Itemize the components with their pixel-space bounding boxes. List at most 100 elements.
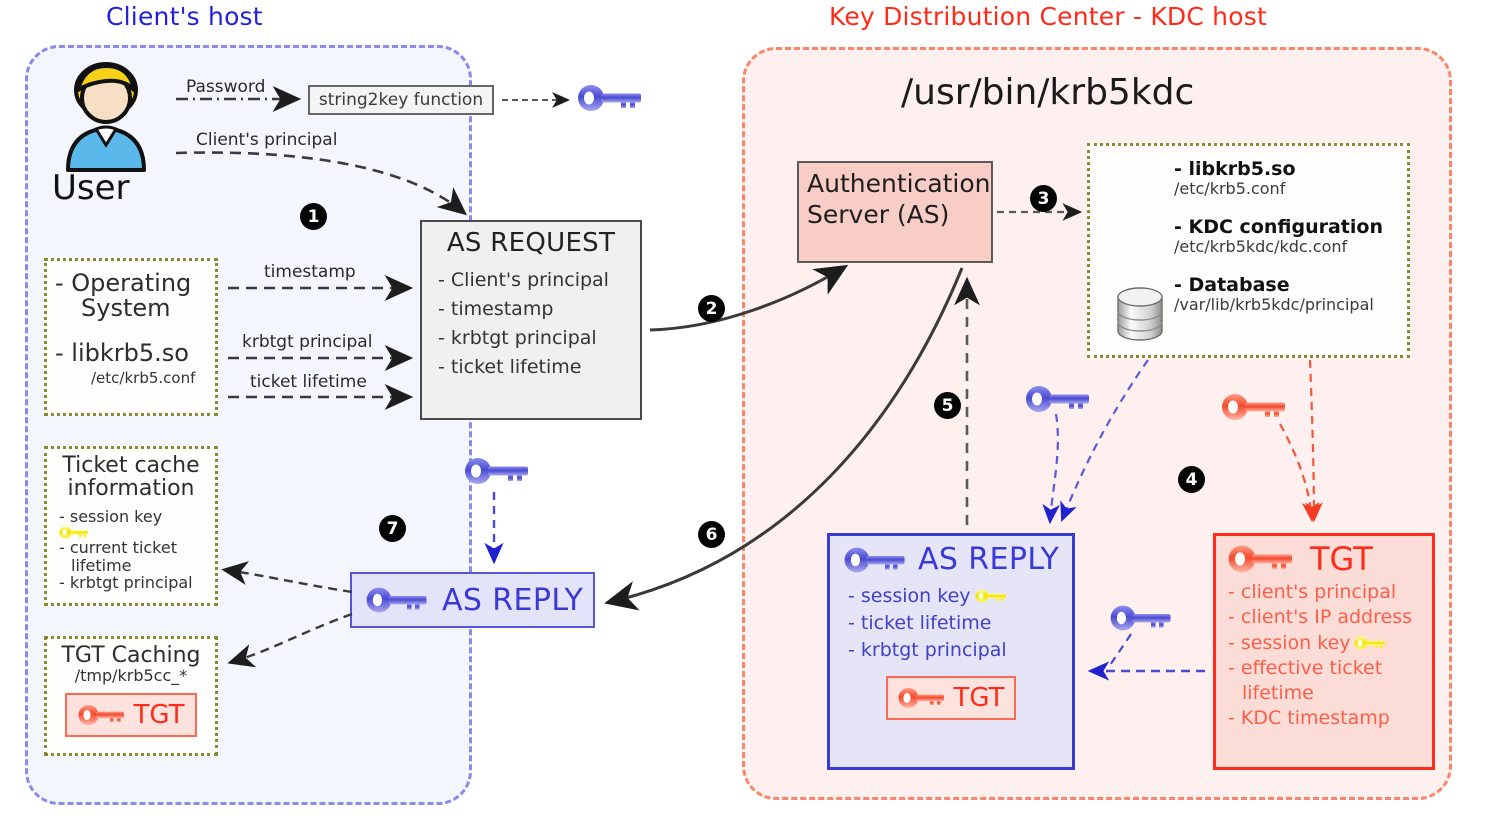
edge-label-krbtgt-principal: krbtgt principal — [242, 332, 373, 352]
client-os-libkrb5-box: - Operating System - libkrb5.so /etc/krb… — [44, 258, 218, 416]
list-item: - Client's principal — [438, 266, 640, 295]
tgt-item-5: - KDC timestamp — [1228, 707, 1390, 730]
as-reply-kdc-item-0: - session key — [848, 585, 971, 607]
blue-key-icon — [366, 586, 428, 614]
yellow-key-icon — [1353, 636, 1386, 650]
kdc-host-title: Key Distribution Center - KDC host — [829, 2, 1267, 31]
kdc-config-entry-2-path: /var/lib/krb5kdc/principal — [1174, 295, 1374, 314]
ticket-cache-title-line2: information — [67, 475, 195, 501]
tgt-item-0: - client's principal — [1228, 581, 1397, 603]
tgt-caching-path: /tmp/krb5cc_* — [74, 666, 188, 685]
tgt-chip: TGT — [65, 693, 197, 737]
as-reply-box-kdc: AS REPLY - session key - ticket lifetime… — [827, 533, 1075, 770]
blue-key-icon — [1025, 384, 1091, 414]
as-reply-box-client: AS REPLY — [350, 572, 595, 628]
tgt-chip-label: TGT — [953, 682, 1005, 713]
libkrb5-item-label: - libkrb5.so — [55, 339, 189, 368]
ticket-cache-item-0: - session key — [59, 506, 163, 526]
ticket-cache-title-line1: Ticket cache — [62, 453, 200, 478]
tgt-box-label: TGT — [1310, 540, 1373, 578]
authentication-server-box: Authentication Server (AS) — [797, 161, 993, 263]
string2key-function-box: string2key function — [308, 85, 494, 115]
kdc-config-entry-2-name: - Database — [1174, 274, 1290, 296]
tgt-chip-label: TGT — [133, 700, 185, 730]
list-item: - client's principal — [1228, 580, 1432, 605]
step-marker-1: 1 — [300, 203, 327, 230]
list-item: - session key — [1228, 631, 1432, 656]
list-item: - krbtgt principal — [59, 574, 215, 592]
kdc-config-entry-1-name: - KDC configuration — [1174, 216, 1383, 238]
as-reply-kdc-item-2: - krbtgt principal — [848, 638, 1007, 661]
step-marker-4: 4 — [1178, 466, 1205, 493]
yellow-key-icon — [974, 589, 1007, 604]
as-reply-kdc-item-1: - ticket lifetime — [848, 611, 992, 634]
as-request-item-0: - Client's principal — [438, 269, 609, 291]
ticket-cache-item-3: - krbtgt principal — [59, 573, 193, 593]
list-item: - timestamp — [438, 295, 640, 324]
kdc-config-entry-0-name: - libkrb5.so — [1174, 158, 1296, 180]
client-host-title: Client's host — [106, 2, 263, 31]
kdc-config-entry: - KDC configuration /etc/krb5kdc/kdc.con… — [1090, 216, 1407, 256]
os-item-label-cont: System — [81, 294, 171, 323]
tgt-item-4: lifetime — [1242, 682, 1314, 705]
list-item: lifetime — [59, 555, 215, 575]
user-label: User — [52, 168, 130, 208]
tgt-caching-box: TGT Caching /tmp/krb5cc_* TGT — [44, 636, 218, 756]
yellow-key-icon — [59, 525, 215, 539]
list-item: - krbtgt principal — [438, 324, 640, 353]
list-item: - ticket lifetime — [848, 610, 1072, 637]
tgt-item-3: - effective ticket — [1228, 656, 1383, 679]
list-item: - session key — [59, 506, 215, 539]
red-key-icon — [1221, 392, 1287, 422]
edge-label-ticket-lifetime: ticket lifetime — [250, 372, 367, 392]
kdc-config-entry-0-path: /etc/krb5.conf — [1174, 179, 1286, 198]
kdc-config-entry-1-path: /etc/krb5kdc/kdc.conf — [1174, 237, 1348, 256]
kdc-configuration-box: - libkrb5.so /etc/krb5.conf - KDC config… — [1087, 143, 1410, 358]
blue-key-icon — [1110, 604, 1172, 632]
kdc-config-entry: - libkrb5.so /etc/krb5.conf — [1090, 158, 1407, 198]
step-marker-6: 6 — [698, 521, 725, 548]
as-box-line2: Server (AS) — [807, 199, 950, 229]
tgt-item-1: - client's IP address — [1228, 606, 1412, 629]
libkrb5-path-label: /etc/krb5.conf — [91, 368, 196, 387]
user-avatar-icon — [52, 62, 160, 172]
list-item: - KDC timestamp — [1228, 706, 1432, 731]
tgt-chip: TGT — [886, 675, 1016, 720]
red-key-icon — [898, 687, 946, 709]
list-item: - effective ticket — [1228, 656, 1432, 681]
database-cylinder-icon — [1114, 286, 1166, 346]
as-request-item-1: - timestamp — [438, 297, 554, 320]
tgt-box-header: TGT — [1216, 540, 1432, 578]
as-request-title: AS REQUEST — [446, 228, 616, 258]
list-item: - client's IP address — [1228, 605, 1432, 630]
as-reply-client-label: AS REPLY — [442, 582, 584, 618]
as-reply-kdc-header: AS REPLY — [830, 542, 1072, 577]
list-item: - krbtgt principal — [848, 637, 1072, 664]
red-key-icon — [1228, 544, 1294, 574]
ticket-cache-item-1: - current ticket — [59, 537, 177, 557]
ticket-cache-item-2: lifetime — [71, 555, 132, 575]
ticket-cache-information-box: Ticket cache information - session key -… — [44, 446, 218, 606]
blue-key-icon — [464, 456, 530, 486]
edge-label-client-principal: Client's principal — [196, 130, 338, 150]
blue-key-icon — [577, 83, 643, 113]
step-marker-3: 3 — [1030, 185, 1057, 212]
list-item: - session key — [848, 583, 1072, 610]
edge-label-timestamp: timestamp — [264, 262, 356, 282]
red-key-icon — [78, 704, 126, 726]
as-request-item-3: - ticket lifetime — [438, 355, 582, 378]
os-item-label: - Operating — [55, 269, 192, 297]
step-marker-5: 5 — [934, 392, 961, 419]
edge-label-password: Password — [186, 77, 266, 97]
tgt-box-kdc: TGT - client's principal - client's IP a… — [1213, 533, 1435, 770]
as-request-item-2: - krbtgt principal — [438, 326, 597, 349]
tgt-item-2: - session key — [1228, 631, 1351, 654]
as-request-box: AS REQUEST - Client's principal - timest… — [420, 220, 642, 420]
tgt-caching-title: TGT Caching — [61, 643, 201, 668]
as-reply-kdc-label: AS REPLY — [918, 542, 1060, 577]
list-item: lifetime — [1228, 681, 1432, 706]
as-box-line1: Authentication — [807, 169, 991, 198]
list-item: - ticket lifetime — [438, 353, 640, 382]
list-item: - current ticket — [59, 537, 215, 557]
